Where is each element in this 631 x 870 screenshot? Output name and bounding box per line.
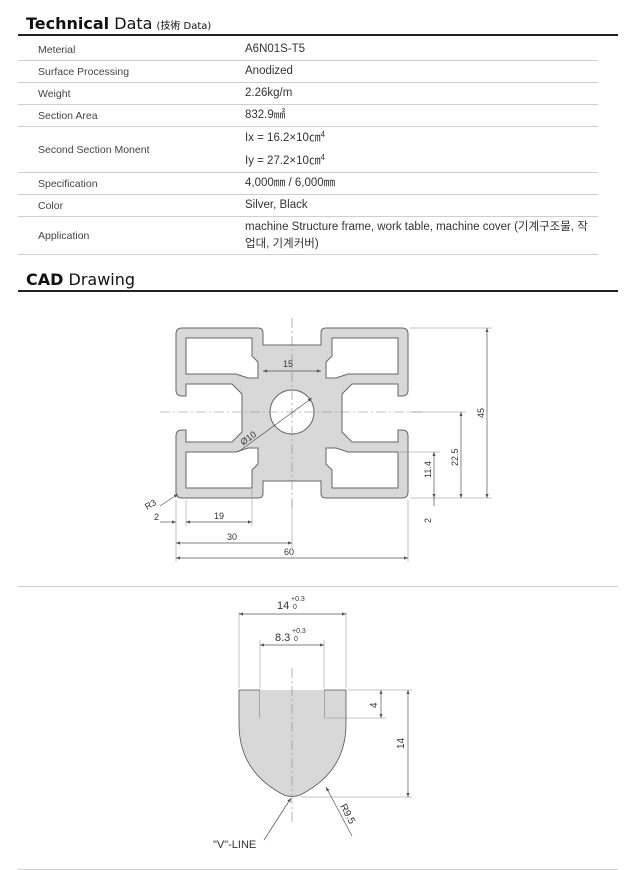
slot-detail: 14 +0.3 0 8.3 +0.3 0 4 14 R9.5 "V"-LINE (213, 596, 412, 851)
moment-iy: Iy = 27.2×10㎝ (245, 154, 321, 167)
cad-drawing-title: CAD Drawing (26, 270, 136, 289)
profile-cavity-tl (185, 337, 259, 379)
spec-value: 4,000㎜ / 6,000㎜ (245, 172, 598, 195)
spec-row-application: Application machine Structure frame, wor… (18, 216, 598, 255)
spec-label: Weight (18, 82, 245, 105)
dim-225-label: 22.5 (450, 448, 460, 466)
profile-section: 15 Ø10 45 22.5 11.4 2 R3 19 2 30 60 (143, 318, 492, 562)
slot-dim-4-label: 4 (369, 702, 380, 708)
spec-label: Section Area (18, 104, 245, 127)
spec-row-moment: Second Section Monent Ix = 16.2×10㎝4 Iy … (18, 126, 598, 173)
slot-dim-14-label: 14 (277, 600, 289, 612)
spec-label: Color (18, 194, 245, 217)
dim-19-label: 19 (214, 511, 224, 521)
slot-shape (238, 689, 347, 797)
drawing-divider (18, 586, 618, 587)
dim-15-label: 15 (283, 359, 293, 369)
profile-cavity-tr (325, 337, 399, 379)
spec-label: Second Section Monent (18, 126, 245, 173)
dim-2-label: 2 (154, 512, 159, 522)
spec-label: Meterial (18, 39, 245, 61)
spec-value: machine Structure frame, work table, mac… (245, 216, 598, 255)
spec-row-area: Section Area 832.9㎟ (18, 104, 598, 127)
spec-row-color: Color Silver, Black (18, 194, 598, 217)
cad-drawing-header: CAD Drawing (18, 268, 618, 292)
profile-cavity-br (325, 447, 399, 489)
spec-value: 832.9㎟ (245, 104, 598, 127)
technical-data-header: Technical Data(技術 Data) (18, 12, 618, 36)
slot-dim-14-tol-low: 0 (293, 604, 297, 611)
vline-leader (263, 797, 292, 841)
dim-45-label: 45 (476, 408, 486, 418)
spec-label: Surface Processing (18, 60, 245, 83)
spec-value: A6N01S-T5 (245, 39, 598, 61)
spec-row-specification: Specification 4,000㎜ / 6,000㎜ (18, 172, 598, 195)
slot-dim-83-tol: +0.3 (292, 628, 306, 635)
spec-row-weight: Weight 2.26kg/m (18, 82, 598, 105)
dim-2r-label: 2 (423, 518, 433, 523)
spec-value: 2.26kg/m (245, 82, 598, 105)
spec-label: Specification (18, 172, 245, 195)
slot-r95-leader (325, 786, 353, 837)
dim-60-label: 60 (284, 547, 294, 557)
spec-row-material: Meterial A6N01S-T5 (18, 39, 598, 61)
moment-iy-exp: 4 (320, 152, 325, 162)
technical-data-title: Technical Data(技術 Data) (26, 14, 212, 33)
moment-ix-exp: 4 (320, 129, 325, 139)
slot-dim-83-label: 8.3 (275, 632, 290, 644)
spec-table: Meterial A6N01S-T5 Surface Processing An… (18, 39, 598, 255)
dim-d10-line (237, 397, 313, 453)
dim-30-label: 30 (227, 532, 237, 542)
dim-r3-leader (159, 493, 179, 507)
slot-dim-14-tol: +0.3 (291, 596, 305, 603)
dim-r3-label: R3 (143, 497, 158, 511)
slot-dim-83-tol-low: 0 (294, 636, 298, 643)
dim-114-label: 11.4 (423, 461, 433, 478)
vline-label: "V"-LINE (213, 839, 256, 851)
spec-value: Silver, Black (245, 194, 598, 217)
slot-dim-14v-label: 14 (396, 737, 407, 749)
spec-value: Ix = 16.2×10㎝4 Iy = 27.2×10㎝4 (245, 126, 598, 173)
technical-data-subtitle: (技術 Data) (156, 21, 212, 32)
spec-value: Anodized (245, 60, 598, 83)
profile-cavity-bl (185, 447, 259, 489)
spec-row-surface: Surface Processing Anodized (18, 60, 598, 83)
spec-label: Application (18, 216, 245, 255)
moment-ix: Ix = 16.2×10㎝ (245, 131, 321, 144)
